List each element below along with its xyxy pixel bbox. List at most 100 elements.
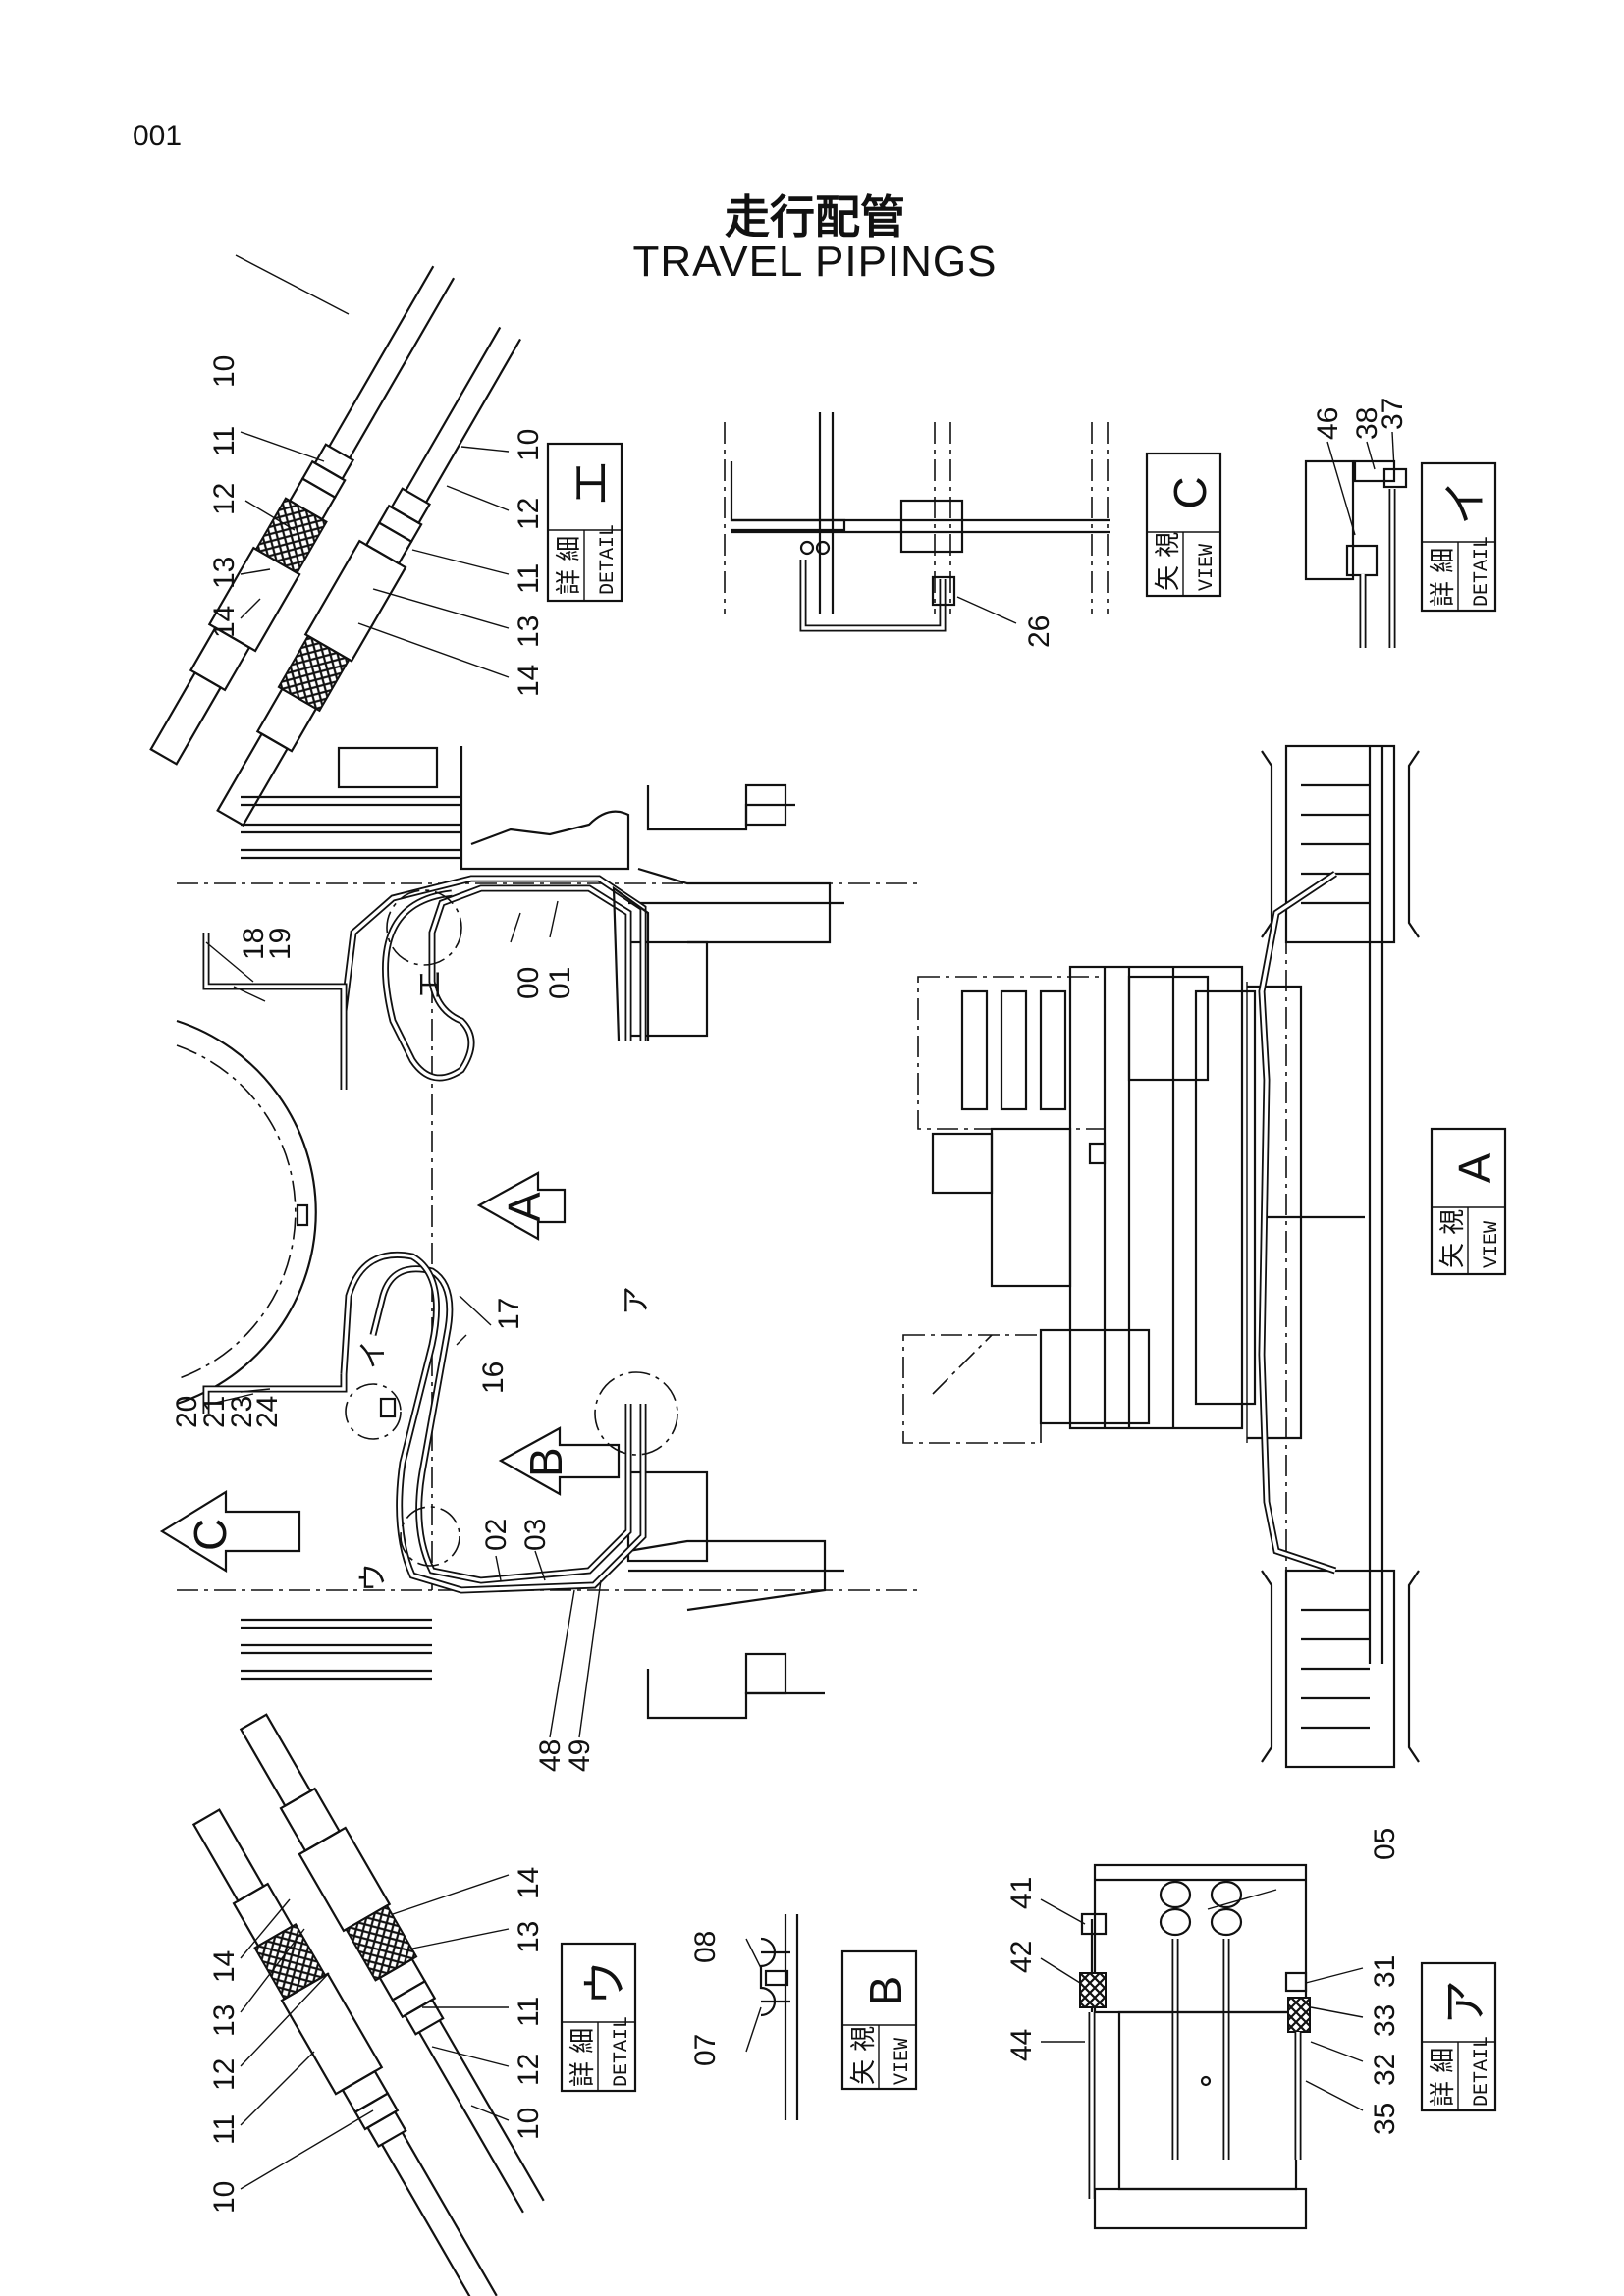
svg-text:C: C <box>185 1519 236 1551</box>
svg-text:11: 11 <box>208 426 241 456</box>
detail-u-part-labels: 14 13 12 11 10 14 13 11 12 10 <box>208 1867 545 2214</box>
svg-text:19: 19 <box>264 928 297 960</box>
caption-box-detail-u: ウ 詳 細 DETAIL <box>560 1942 637 2093</box>
svg-text:13: 13 <box>513 615 545 648</box>
title-english: TRAVEL PIPINGS <box>632 238 998 286</box>
svg-text:C: C <box>1164 476 1216 508</box>
svg-text:イ: イ <box>357 1340 390 1369</box>
detail-e-leaders <box>235 254 510 678</box>
svg-text:41: 41 <box>1005 1877 1038 1909</box>
svg-text:31: 31 <box>1369 1955 1401 1988</box>
svg-text:10: 10 <box>513 2108 545 2140</box>
svg-text:A: A <box>1449 1152 1500 1183</box>
view-c-drawing <box>724 412 1110 632</box>
plan-view-arrow-letters: C B A <box>185 1192 571 1551</box>
svg-text:ウ: ウ <box>579 1960 630 2005</box>
svg-text:21: 21 <box>198 1396 231 1428</box>
svg-text:VIEW: VIEW <box>892 2038 914 2085</box>
svg-text:00: 00 <box>513 967 545 999</box>
svg-text:DETAIL: DETAIL <box>597 524 620 595</box>
svg-text:10: 10 <box>208 2181 241 2214</box>
svg-text:14: 14 <box>513 1867 545 1899</box>
detail-u-drawing <box>191 1713 545 2296</box>
svg-text:VIEW: VIEW <box>1481 1221 1503 1268</box>
svg-text:12: 12 <box>513 2054 545 2086</box>
detail-a-drawing <box>1040 1863 1364 2230</box>
svg-text:エ: エ <box>414 970 447 999</box>
svg-text:12: 12 <box>513 498 545 530</box>
detail-u-leaders <box>240 1874 510 2190</box>
svg-text:44: 44 <box>1005 2029 1038 2061</box>
view-b-drawing <box>745 1914 799 2120</box>
svg-text:イ: イ <box>1439 480 1490 525</box>
svg-text:02: 02 <box>480 1519 513 1551</box>
caption-box-view-c: C 矢 視 VIEW <box>1145 452 1222 598</box>
svg-text:20: 20 <box>171 1396 203 1428</box>
svg-text:13: 13 <box>208 557 241 589</box>
svg-text:46: 46 <box>1312 407 1344 440</box>
view-a-drawing <box>902 744 1420 1769</box>
svg-text:48: 48 <box>534 1739 567 1772</box>
plan-view-part-labels: 18 19 00 01 20 21 23 24 16 17 02 03 48 4… <box>171 928 596 1772</box>
svg-text:11: 11 <box>513 1997 545 2027</box>
title-japanese: 走行配管 <box>725 190 905 243</box>
svg-text:ア: ア <box>621 1286 653 1315</box>
svg-text:11: 11 <box>513 563 545 594</box>
svg-text:11: 11 <box>208 2114 241 2145</box>
svg-text:49: 49 <box>564 1739 596 1772</box>
detail-a-part-labels: 41 42 44 05 31 33 32 35 <box>1005 1828 1401 2135</box>
svg-text:A: A <box>499 1192 550 1222</box>
svg-text:08: 08 <box>689 1931 722 1963</box>
svg-text:42: 42 <box>1005 1941 1038 1973</box>
svg-text:DETAIL: DETAIL <box>611 2016 633 2087</box>
caption-box-view-b: B 矢 視 VIEW <box>840 1949 918 2091</box>
svg-text:DETAIL: DETAIL <box>1471 2036 1493 2107</box>
svg-text:B: B <box>520 1447 571 1477</box>
svg-text:詳 細: 詳 細 <box>1429 2048 1458 2107</box>
svg-text:14: 14 <box>513 665 545 697</box>
svg-text:詳 細: 詳 細 <box>568 2028 598 2087</box>
svg-text:矢 視: 矢 視 <box>1438 1209 1468 1268</box>
svg-text:38: 38 <box>1351 407 1383 440</box>
svg-text:14: 14 <box>208 1950 241 1983</box>
svg-text:16: 16 <box>477 1362 510 1394</box>
svg-text:14: 14 <box>208 606 241 638</box>
svg-text:詳 細: 詳 細 <box>1429 548 1458 607</box>
svg-text:DETAIL: DETAIL <box>1471 536 1493 607</box>
svg-text:13: 13 <box>513 1921 545 1953</box>
svg-text:13: 13 <box>208 2004 241 2037</box>
svg-text:詳 細: 詳 細 <box>555 536 584 595</box>
svg-text:18: 18 <box>238 928 270 960</box>
svg-text:12: 12 <box>208 2058 241 2091</box>
view-c-part-label: 26 <box>1023 615 1056 648</box>
svg-text:10: 10 <box>513 429 545 461</box>
svg-text:10: 10 <box>208 355 241 388</box>
caption-box-detail-i: イ 詳 細 DETAIL <box>1420 461 1497 613</box>
svg-text:35: 35 <box>1369 2103 1401 2135</box>
svg-text:07: 07 <box>689 2034 722 2066</box>
detail-e-part-labels: 10 11 12 13 14 10 12 11 13 14 <box>208 355 545 697</box>
svg-text:01: 01 <box>544 967 576 999</box>
detail-e-drawing <box>149 265 521 828</box>
svg-text:23: 23 <box>226 1396 258 1428</box>
caption-box-detail-a: ア 詳 細 DETAIL <box>1420 1961 1497 2112</box>
svg-text:33: 33 <box>1369 2004 1401 2037</box>
svg-text:矢 視: 矢 視 <box>849 2026 879 2085</box>
svg-text:32: 32 <box>1369 2054 1401 2086</box>
caption-box-view-a: A 矢 視 VIEW <box>1430 1127 1507 1276</box>
svg-text:17: 17 <box>493 1298 525 1330</box>
svg-text:12: 12 <box>208 483 241 515</box>
page-number: 001 <box>133 120 183 152</box>
svg-text:37: 37 <box>1377 398 1409 430</box>
svg-text:B: B <box>860 1976 911 2006</box>
svg-text:24: 24 <box>251 1396 284 1428</box>
caption-box-detail-e: エ 詳 細 DETAIL <box>546 442 623 603</box>
svg-text:エ: エ <box>566 460 617 506</box>
svg-text:矢 視: 矢 視 <box>1154 532 1183 591</box>
svg-text:ア: ア <box>1439 1980 1490 2025</box>
view-b-part-labels: 08 07 <box>689 1931 722 2066</box>
svg-text:ウ: ウ <box>357 1563 390 1592</box>
svg-text:VIEW: VIEW <box>1196 544 1218 591</box>
detail-i-part-labels: 46 38 37 <box>1312 398 1409 440</box>
svg-text:03: 03 <box>519 1519 552 1551</box>
